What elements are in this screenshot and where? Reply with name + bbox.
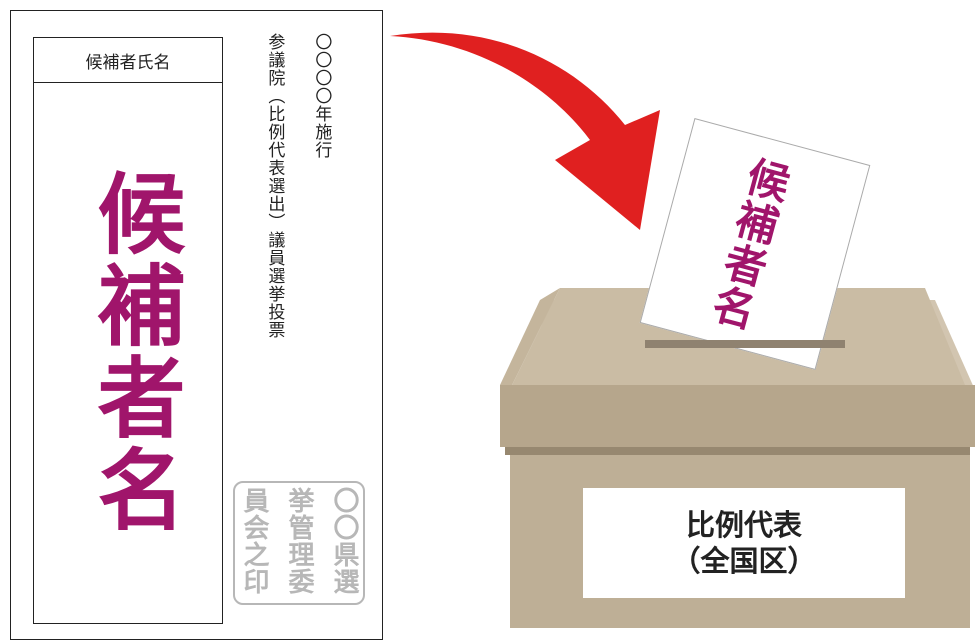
candidate-name-header: 候補者氏名 (34, 38, 222, 83)
box-label-line2: （全国区） (671, 544, 817, 578)
box-lid-side (500, 288, 560, 385)
box-lid-shadow (505, 447, 970, 455)
election-year-text: 〇〇〇〇年施行 (311, 33, 332, 159)
stamp-column: 挙管理委 (284, 487, 314, 595)
stamp-column: 員会之印 (239, 487, 269, 595)
ballot-paper: 候補者氏名 候補者名 〇〇〇〇年施行 参議院（比例代表選出）議員選挙投票 〇〇県… (10, 10, 383, 640)
election-committee-stamp: 〇〇県選 挙管理委 員会之印 (233, 481, 365, 605)
stamp-column: 〇〇県選 (329, 487, 359, 595)
box-lid-front (500, 385, 975, 447)
candidate-name-written: 候補者名 (83, 168, 186, 536)
election-title-text: 参議院（比例代表選出）議員選挙投票 (264, 33, 285, 339)
box-label-line1: 比例代表 (685, 507, 802, 542)
ballot-card-text: 候補者名 (702, 151, 795, 335)
box-label: 比例代表 （全国区） (583, 488, 905, 598)
candidate-name-box: 候補者氏名 候補者名 (33, 37, 223, 624)
